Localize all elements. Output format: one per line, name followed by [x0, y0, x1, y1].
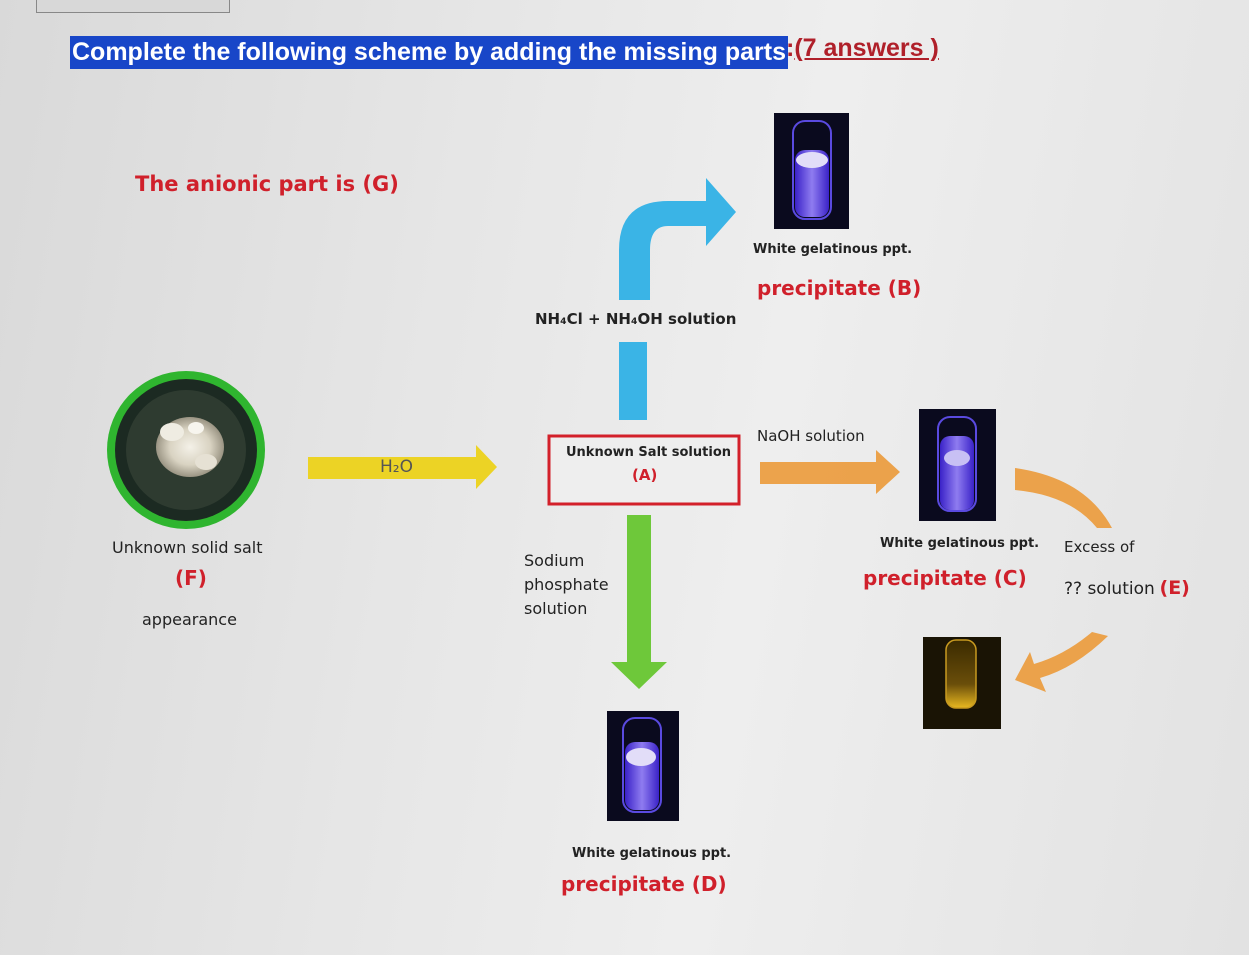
arrow-to-precipitate-d: [611, 515, 667, 689]
salt-code: (F): [175, 566, 207, 590]
answers-count[interactable]: :(7 answers ): [786, 34, 939, 63]
solution-box: [547, 434, 741, 506]
reagent-top: NH₄Cl + NH₄OH solution: [535, 310, 737, 328]
arrow-to-precipitate-b: [619, 178, 736, 420]
arrow-to-precipitate-c: [760, 450, 900, 494]
test-tube-c: [919, 409, 996, 521]
precip-b-desc: White gelatinous ppt.: [753, 242, 913, 257]
solution-title: Unknown Salt solution: [566, 445, 732, 460]
reagent-bottom-line-2: phosphate: [524, 575, 609, 594]
excess-reagent-unknown: ?? solution: [1064, 579, 1155, 599]
top-frame-edge: [36, 0, 230, 13]
salt-name: Unknown solid salt: [112, 538, 263, 557]
reagent-right: NaOH solution: [757, 427, 865, 445]
arrow-h2o: [308, 445, 497, 489]
salt-sample-image: [107, 371, 265, 529]
precip-c-label: precipitate (C): [863, 566, 1027, 590]
answers-count-link[interactable]: (7 answers ): [794, 34, 939, 62]
heading-colon: :: [786, 34, 795, 62]
precip-d-label: precipitate (D): [561, 872, 727, 896]
test-tube-b: [774, 113, 849, 229]
excess-code: (E): [1159, 577, 1190, 599]
page-heading: Complete the following scheme by adding …: [70, 36, 788, 69]
excess-line-1: Excess of: [1064, 538, 1135, 556]
precip-b-label: precipitate (B): [757, 276, 922, 300]
precip-d-desc: White gelatinous ppt.: [572, 846, 732, 861]
test-tube-e: [923, 637, 1001, 729]
salt-appearance: appearance: [142, 610, 237, 629]
reagent-bottom: Sodium phosphate solution: [524, 549, 609, 621]
excess-line-2: ?? solution (E): [1064, 577, 1190, 599]
reagent-bottom-line-1: Sodium: [524, 551, 585, 570]
test-tube-d: [607, 711, 679, 821]
anion-label: The anionic part is (G): [135, 172, 399, 196]
arrow-to-tube-e: [1015, 632, 1108, 692]
reagent-bottom-line-3: solution: [524, 599, 588, 618]
h2o-label: H₂O: [380, 457, 413, 477]
arrow-excess-curve: [1015, 468, 1112, 528]
precip-c-desc: White gelatinous ppt.: [880, 536, 1040, 551]
solution-code: (A): [632, 466, 658, 484]
